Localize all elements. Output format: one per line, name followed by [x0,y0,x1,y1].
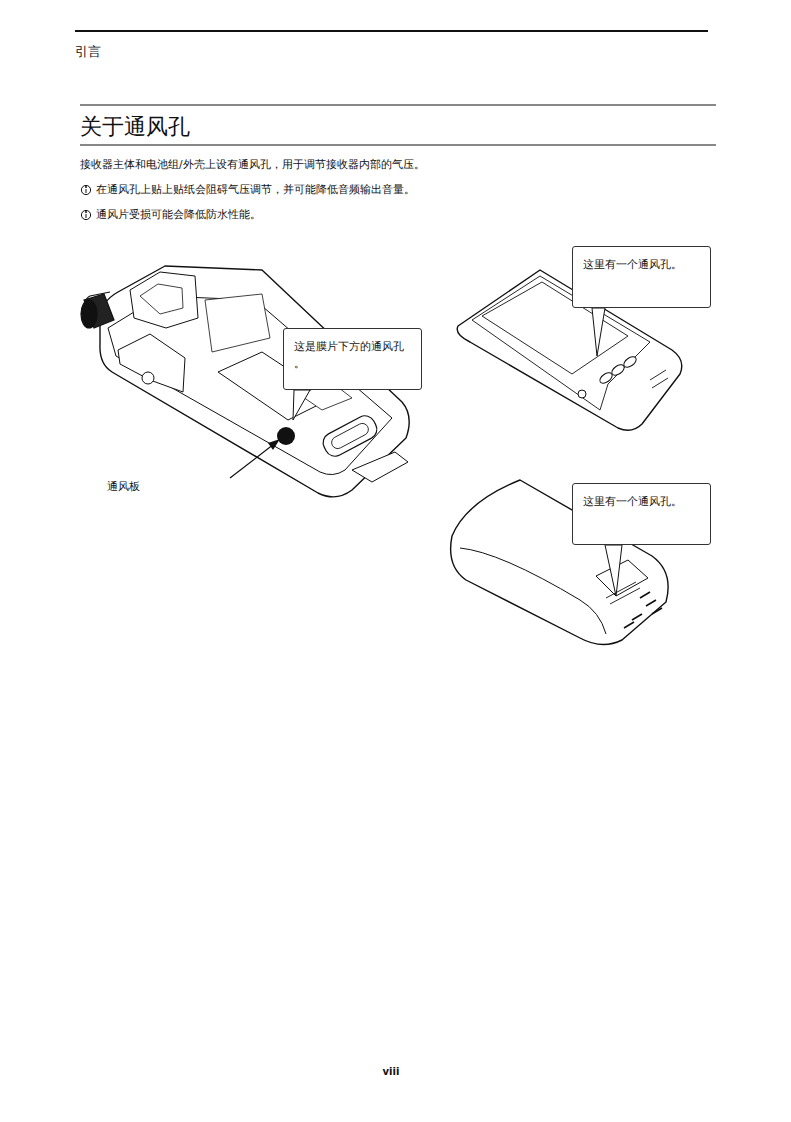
callout-tail [592,308,605,356]
body-text: 接收器主体和电池组/外壳上设有通风孔，用于调节接收器内部的气压。 [80,158,425,172]
callout-text: 这里有一个通风孔。 [583,256,700,273]
callout-box: 这是膜片下方的通风孔 。 [283,328,422,390]
callout-tail [293,390,310,420]
callout-text: 这是膜片下方的通风孔 。 [294,338,411,372]
section-rule [80,105,716,106]
vent-hole [277,427,295,445]
leader-arrow [230,439,280,478]
callout-tail [605,545,622,596]
note-text: 通风片受损可能会降低防水性能。 [96,208,261,222]
page-number: viii [383,1065,400,1078]
knob [81,294,114,328]
header-rule [75,30,708,32]
note-text: 在通风孔上贴上贴纸会阻碍气压调节，并可能降低音频输出音量。 [96,183,415,197]
section-title: 关于通风孔 [80,113,190,142]
title-rule [80,145,716,146]
callout-box: 这里有一个通风孔。 [572,246,711,308]
info-icon [81,185,90,194]
callout-box: 这里有一个通风孔。 [572,483,711,545]
info-icon [81,210,90,219]
part-label: 通风板 [107,480,140,494]
running-header: 引言 [75,44,101,61]
callout-text: 这里有一个通风孔。 [583,493,700,510]
